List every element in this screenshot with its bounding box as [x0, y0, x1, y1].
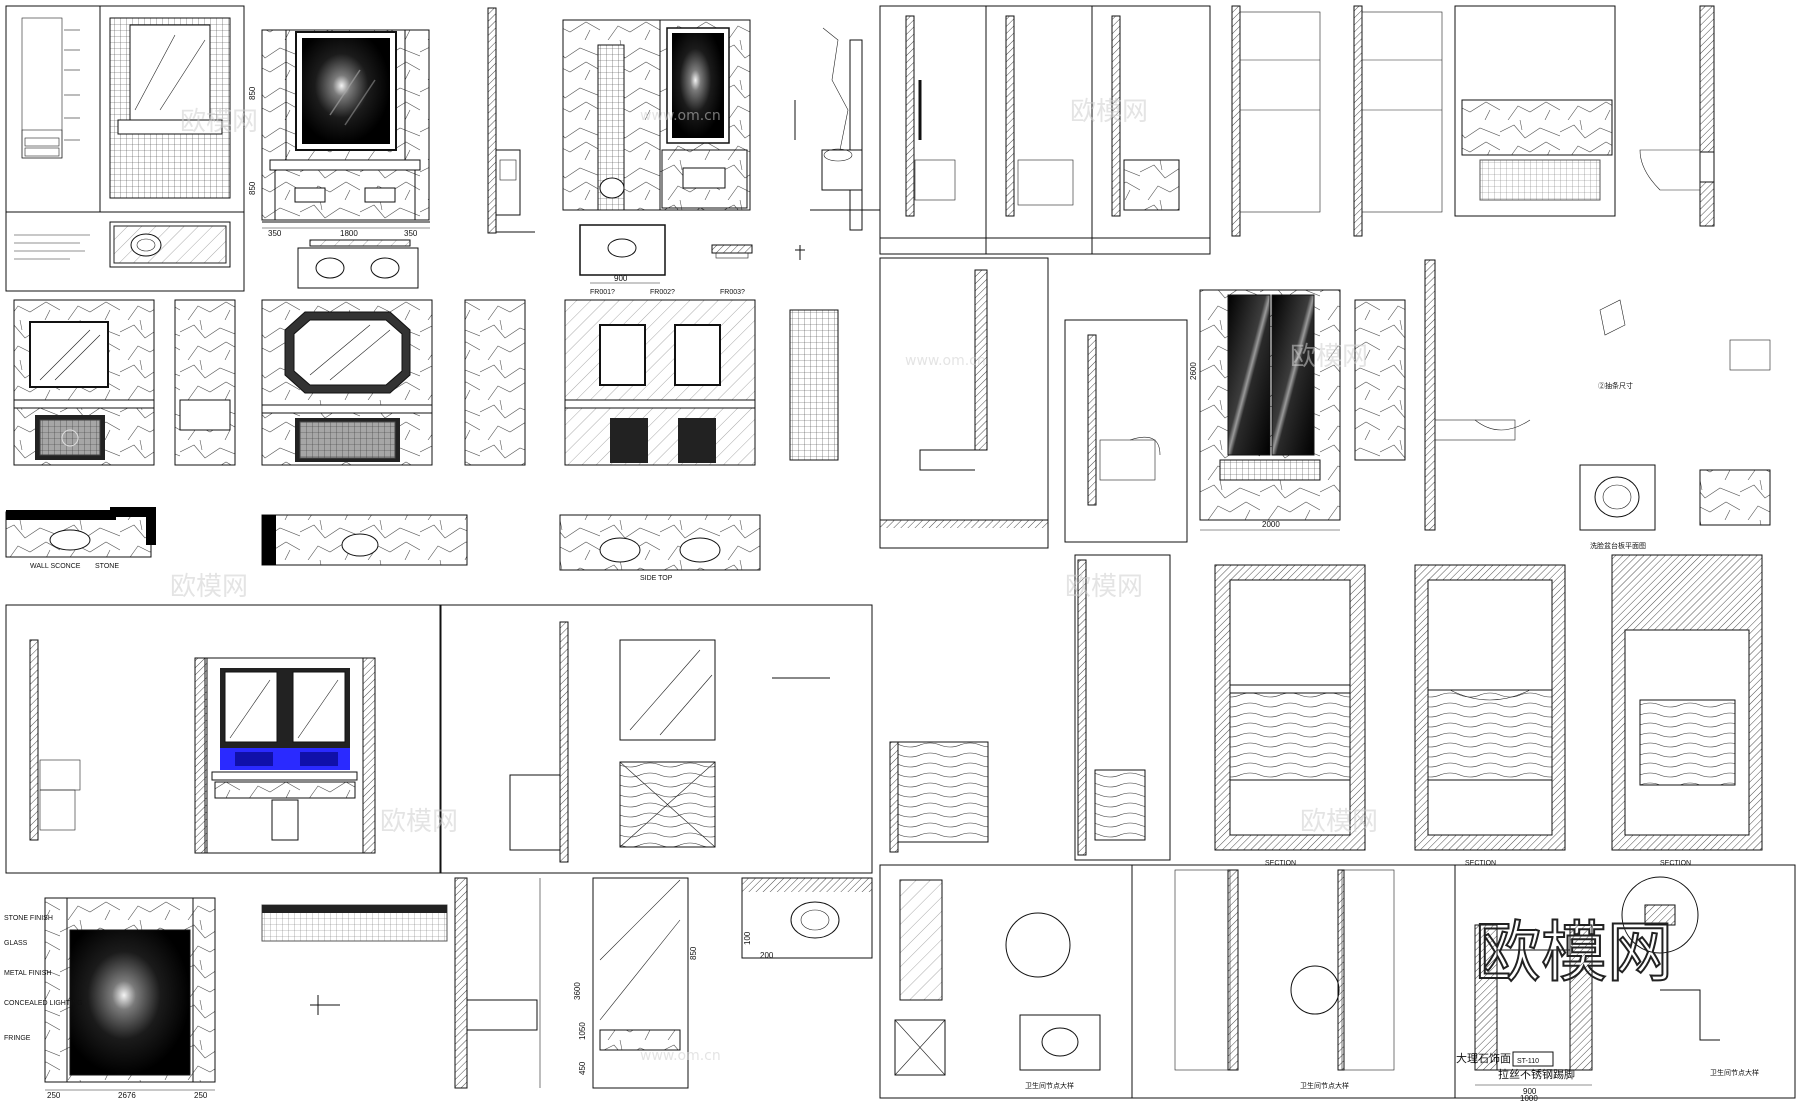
elevation-mirror-marble: 350 1800 350 850 850	[248, 29, 430, 289]
watermark-url-2: www.om.cn	[905, 353, 986, 369]
watermark-3: 欧模网	[380, 807, 458, 837]
title-basin-plan: 洗脸盆台板平面图	[1590, 541, 1646, 550]
height-450: 450	[578, 1061, 587, 1075]
label-wall-sconce: WALL SCONCE	[30, 563, 81, 570]
brand-logo: 欧模网	[1475, 914, 1673, 991]
elevation-blue-lit-vanity	[5, 604, 873, 874]
section-panel-1: SECTION	[1214, 564, 1366, 867]
dim-250-left: 250	[47, 1091, 61, 1100]
elevation-column-mirror: 900	[562, 19, 751, 284]
section-sink-top	[794, 27, 880, 231]
height-850-bottom: 850	[248, 181, 257, 195]
right-sections: SECTION SECTION SECTION	[889, 554, 1763, 867]
small-dim-200: 200	[760, 951, 774, 960]
node-title-1: 卫生间节点大样	[1025, 1081, 1074, 1090]
note-concealed-lighting: CONCEALED LIGHTING	[4, 1000, 83, 1007]
tag-fr003: FR003?	[720, 289, 745, 296]
watermarks: 欧模网 www.om.cn 欧模网 欧模网 欧模网 欧模网 欧模网 欧模网 ww…	[170, 97, 1378, 1064]
height-1050: 1050	[578, 1022, 587, 1040]
dim-br-1000: 1000	[1520, 1094, 1538, 1102]
section-wall-detail	[879, 257, 1049, 549]
title-strip-size: ②抽条尺寸	[1598, 381, 1633, 390]
node-title-2: 卫生间节点大样	[1300, 1081, 1349, 1090]
section-top-narrow	[487, 7, 535, 234]
details-bottom-right: 卫生间节点大样 卫生间节点大样 欧模网 大理石饰面 ST-110 拉丝不锈钢踢脚…	[879, 864, 1796, 1102]
tag-fr001: FR001?	[590, 289, 615, 296]
section-title-2: SECTION	[1465, 860, 1496, 867]
section-sink-middle: 洗脸盆台板平面图 ②抽条尺寸	[1424, 259, 1771, 550]
elevation-vanity-double: FR001? FR002? FR003?	[564, 289, 839, 466]
tag-fr002: FR002?	[650, 289, 675, 296]
tag-side-top: SIDE TOP	[640, 575, 673, 582]
dim-br-900: 900	[1523, 1087, 1537, 1096]
watermark-1: 欧模网	[180, 107, 258, 137]
watermark-5: 欧模网	[1290, 342, 1368, 372]
note-glass: GLASS	[4, 940, 28, 947]
section-title-3: SECTION	[1660, 860, 1691, 867]
label-steel-baseboard: 拉丝不锈钢踢脚	[1498, 1067, 1575, 1081]
detail-small-top	[711, 244, 805, 260]
elevation-vanity-single	[13, 299, 236, 466]
sections-far-right-top	[1231, 5, 1715, 237]
label-marble-finish: 大理石饰面	[1456, 1051, 1511, 1065]
note-fringe: FRINGE	[4, 1035, 31, 1042]
dim-250-right: 250	[194, 1091, 208, 1100]
dim-900: 900	[614, 274, 628, 283]
section-panel-2: SECTION	[1414, 564, 1566, 867]
watermark-2: 欧模网	[170, 572, 248, 602]
small-dim-100: 100	[743, 931, 752, 945]
sections-top-right	[879, 5, 1211, 255]
watermark-url-1: www.om.cn	[640, 108, 721, 124]
dim-1800: 1800	[340, 229, 358, 238]
section-title-1: SECTION	[1265, 860, 1296, 867]
elevation-top-left	[5, 5, 245, 292]
height-3600-a: 3600	[573, 982, 582, 1000]
elevation-bottom-mirror: STONE FINISH GLASS METAL FINISH CONCEALE…	[4, 897, 216, 1100]
label-st110: ST-110	[1517, 1058, 1539, 1065]
watermark-6: 欧模网	[1065, 572, 1143, 602]
section-panel-3: SECTION	[1611, 554, 1763, 867]
dim-2600: 2600	[1189, 362, 1198, 380]
elevation-dark-doors: 2000 2600	[1189, 289, 1406, 531]
section-wall-detail-2	[1064, 319, 1188, 543]
dim-2000: 2000	[1262, 520, 1280, 529]
node-title-3: 卫生间节点大样	[1710, 1068, 1759, 1077]
note-stone-finish: STONE FINISH	[4, 915, 53, 922]
height-850-top: 850	[248, 86, 257, 100]
height-850: 850	[689, 946, 698, 960]
elevation-vanity-octagon	[261, 299, 526, 466]
watermark-url-3: www.om.cn	[640, 1048, 721, 1064]
watermark-7: 欧模网	[1300, 807, 1378, 837]
note-metal-finish: METAL FINISH	[4, 970, 51, 977]
dim-350-right: 350	[404, 229, 418, 238]
countertop-plans: WALL SCONCE STONE SIDE TOP	[5, 507, 761, 582]
watermark-4: 欧模网	[1070, 97, 1148, 127]
details-bottom-mid: 3600 850 1050 450 200 100	[261, 877, 873, 1089]
label-stone: STONE	[95, 563, 119, 570]
dim-350-left: 350	[268, 229, 282, 238]
dim-2676: 2676	[118, 1091, 136, 1100]
